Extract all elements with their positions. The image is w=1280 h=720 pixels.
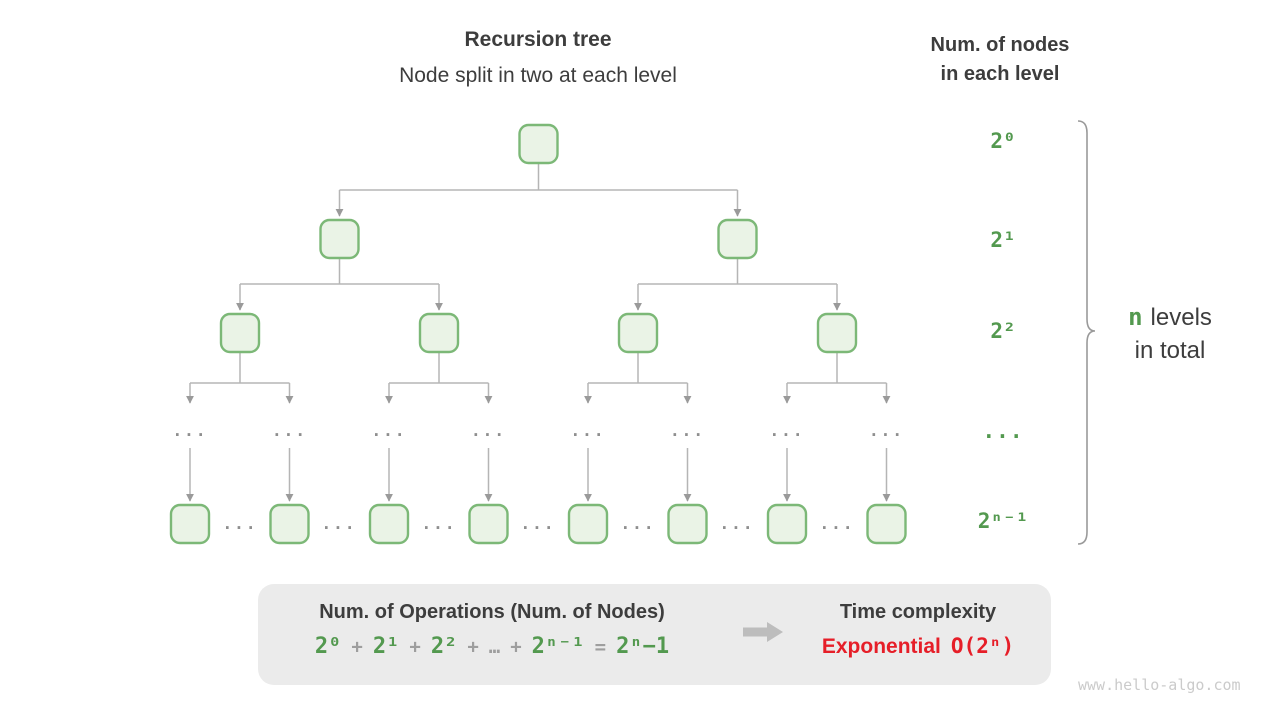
tree-node bbox=[169, 503, 211, 545]
tree-ellipsis: ... bbox=[670, 421, 705, 440]
tree-ellipsis: ... bbox=[819, 514, 855, 533]
tree-node bbox=[368, 503, 410, 545]
tree-node bbox=[816, 312, 858, 354]
level-count-label-3: ... bbox=[982, 419, 1024, 443]
tree-node bbox=[319, 218, 360, 260]
complexity-name: Exponential bbox=[821, 635, 941, 658]
tree-connectors bbox=[186, 163, 891, 502]
figure-subtitle: Node split in two at each level bbox=[399, 64, 677, 87]
formula-term: 2¹ bbox=[372, 634, 400, 659]
tree-ellipsis: ... bbox=[520, 514, 556, 533]
tree-ellipsis: ... bbox=[272, 421, 307, 440]
tree-ellipsis: ... bbox=[222, 514, 258, 533]
tree-node bbox=[866, 503, 907, 545]
tree-node bbox=[219, 312, 261, 354]
complexity-notation: O(2ⁿ) bbox=[950, 634, 1015, 658]
operations-title: Num. of Operations (Num. of Nodes) bbox=[319, 601, 665, 623]
tree-ellipsis: ... bbox=[371, 421, 407, 440]
tree-node-root bbox=[518, 123, 559, 165]
level-count-label-1: 2¹ bbox=[990, 228, 1016, 252]
tree-node bbox=[468, 503, 509, 545]
level-count-label-0: 2⁰ bbox=[990, 129, 1016, 153]
level-count-label-4: 2ⁿ⁻¹ bbox=[977, 509, 1029, 533]
levels-column-title: Num. of nodes in each level bbox=[900, 31, 1100, 89]
formula-term: + bbox=[351, 636, 363, 658]
formula-term: + bbox=[409, 636, 421, 658]
tree-node bbox=[766, 503, 808, 545]
formula-term: … bbox=[488, 636, 501, 658]
time-complexity-title: Time complexity bbox=[839, 601, 997, 623]
tree-node bbox=[667, 503, 708, 545]
tree-node bbox=[567, 503, 609, 545]
formula-term: + bbox=[510, 636, 522, 658]
formula-term: + bbox=[467, 636, 479, 658]
tree-ellipsis: ... bbox=[719, 514, 755, 533]
tree-node bbox=[418, 312, 460, 354]
level-count-label-2: 2² bbox=[990, 319, 1016, 343]
n-symbol: n bbox=[1128, 303, 1143, 331]
levels-column-title-line2: in each level bbox=[940, 63, 1060, 85]
tree-node bbox=[617, 312, 659, 354]
levels-brace bbox=[1077, 120, 1096, 545]
right-arrow-icon bbox=[743, 622, 783, 642]
formula-term: = bbox=[594, 636, 607, 658]
levels-total-note-line2: in total bbox=[1134, 337, 1206, 364]
tree-ellipsis: ... bbox=[769, 421, 805, 440]
summary-box: Num. of Operations (Num. of Nodes) 2⁰ +2¹… bbox=[258, 584, 1051, 685]
formula-term: 2⁰ bbox=[314, 634, 342, 659]
tree-nodes bbox=[169, 123, 907, 545]
complexity-result: Exponential O(2ⁿ) bbox=[786, 634, 1050, 659]
tree-ellipsis: ... bbox=[620, 514, 656, 533]
tree-node bbox=[717, 218, 758, 260]
watermark: www.hello-algo.com bbox=[1078, 676, 1241, 694]
tree-ellipsis: ... bbox=[869, 421, 904, 440]
levels-column-title-line1: Num. of nodes bbox=[930, 34, 1070, 56]
formula-term: 2ⁿ⁻¹ bbox=[531, 634, 585, 659]
tree-ellipsis: ... bbox=[421, 514, 457, 533]
formula-term: 2ⁿ−1 bbox=[616, 634, 670, 659]
levels-word: levels bbox=[1150, 304, 1212, 331]
formula-term: 2² bbox=[430, 634, 458, 659]
tree-ellipsis: ... bbox=[570, 421, 606, 440]
tree-ellipsis: ... bbox=[321, 514, 357, 533]
tree-ellipsis: ... bbox=[471, 421, 506, 440]
figure-title: Recursion tree bbox=[464, 28, 612, 51]
tree-ellipsis: ... bbox=[172, 421, 208, 440]
operations-formula: 2⁰ +2¹ +2² + … +2ⁿ⁻¹ = 2ⁿ−1 bbox=[260, 634, 724, 659]
tree-node bbox=[269, 503, 310, 545]
